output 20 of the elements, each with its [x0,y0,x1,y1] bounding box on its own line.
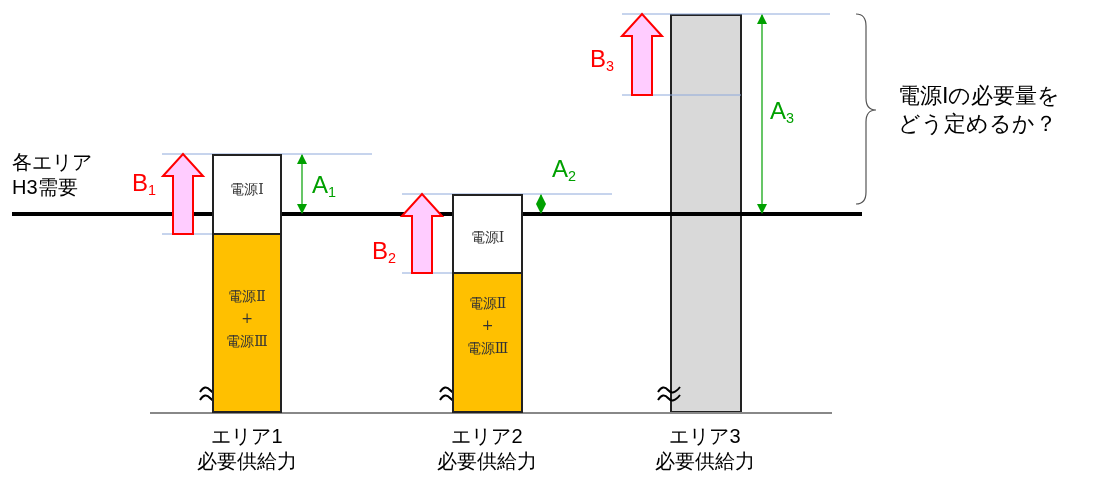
dimension-label: A$_{1}$ [312,170,338,202]
area-label: エリア3 必要供給力 [654,424,756,474]
box-label: 電源Ⅱ + 電源Ⅲ [465,294,510,358]
box-label: 電源Ⅱ + 電源Ⅲ [225,287,269,351]
area-label: エリア1 必要供給力 [196,424,298,474]
dimension-label: A$_{2}$ [552,154,578,186]
dimension-label: A$_{3}$ [770,96,796,128]
box-label: 電源Ⅰ [229,180,265,199]
demand-label: 各エリア H3需要 [12,150,93,200]
dimension-label: B$_{1}$ [132,168,158,200]
power-source-box [452,272,523,413]
power-source-box [212,233,282,413]
box-label: 電源Ⅰ [469,228,506,247]
supply-bar [670,14,742,413]
power-source-box [452,194,523,274]
dimension-label: B$_{3}$ [590,44,616,76]
power-source-box [212,154,282,235]
dimension-label: B$_{2}$ [372,236,398,268]
question-text: 電源Ⅰの必要量をどう定めるか？ [898,82,1062,137]
area-label: エリア2 必要供給力 [436,424,538,474]
